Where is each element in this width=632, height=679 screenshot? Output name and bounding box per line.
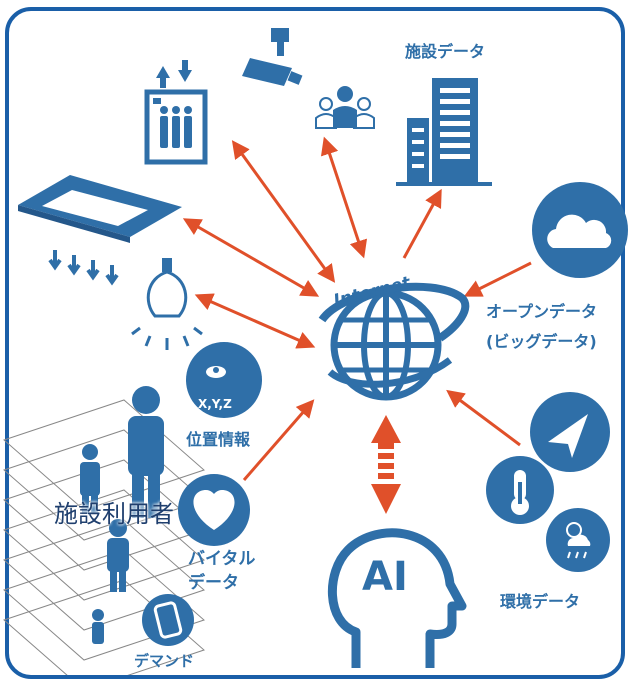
arrow-bulb bbox=[194, 293, 316, 349]
demand-label: デマンド bbox=[134, 652, 195, 670]
facility-users-label: 施設利用者 bbox=[54, 500, 174, 528]
ai-head-icon bbox=[327, 528, 467, 668]
cloud-icon bbox=[532, 182, 628, 278]
weather-icon bbox=[546, 508, 610, 572]
arrow-elevator bbox=[231, 140, 336, 283]
arrow-opendata bbox=[463, 261, 532, 297]
globe-icon bbox=[318, 282, 470, 401]
light-bulb-icon bbox=[131, 258, 203, 350]
arrow-environment bbox=[446, 389, 521, 447]
internet-ai-link bbox=[371, 415, 401, 514]
location-pin-icon bbox=[186, 342, 262, 418]
security-camera-icon bbox=[242, 28, 303, 86]
air-conditioner-icon bbox=[18, 175, 182, 286]
ai-label: AI bbox=[362, 554, 408, 600]
vital-label-2: データ bbox=[188, 573, 239, 593]
position-info-label: 位置情報 bbox=[186, 430, 251, 449]
people-group-icon bbox=[315, 86, 375, 129]
facility-data-label: 施設データ bbox=[405, 42, 486, 61]
arrows bbox=[182, 136, 532, 481]
arrow-people bbox=[320, 136, 368, 259]
thermometer-icon bbox=[486, 456, 554, 524]
phone-icon bbox=[142, 594, 194, 646]
environment-data-label: 環境データ bbox=[500, 592, 581, 611]
open-data-label-1: オープンデータ bbox=[486, 302, 598, 321]
building-icon bbox=[396, 78, 492, 186]
vital-label-1: バイタル bbox=[188, 549, 256, 569]
person-icon bbox=[80, 386, 164, 644]
navigation-icon bbox=[530, 392, 610, 472]
elevator-icon bbox=[144, 60, 208, 165]
arrow-users bbox=[242, 399, 315, 481]
arrow-building bbox=[402, 188, 442, 259]
heart-icon bbox=[178, 474, 250, 546]
open-data-label-2: (ビッグデータ) bbox=[486, 332, 597, 351]
arrow-aircon bbox=[182, 218, 320, 297]
position-coords: X,Y,Z bbox=[198, 397, 232, 411]
